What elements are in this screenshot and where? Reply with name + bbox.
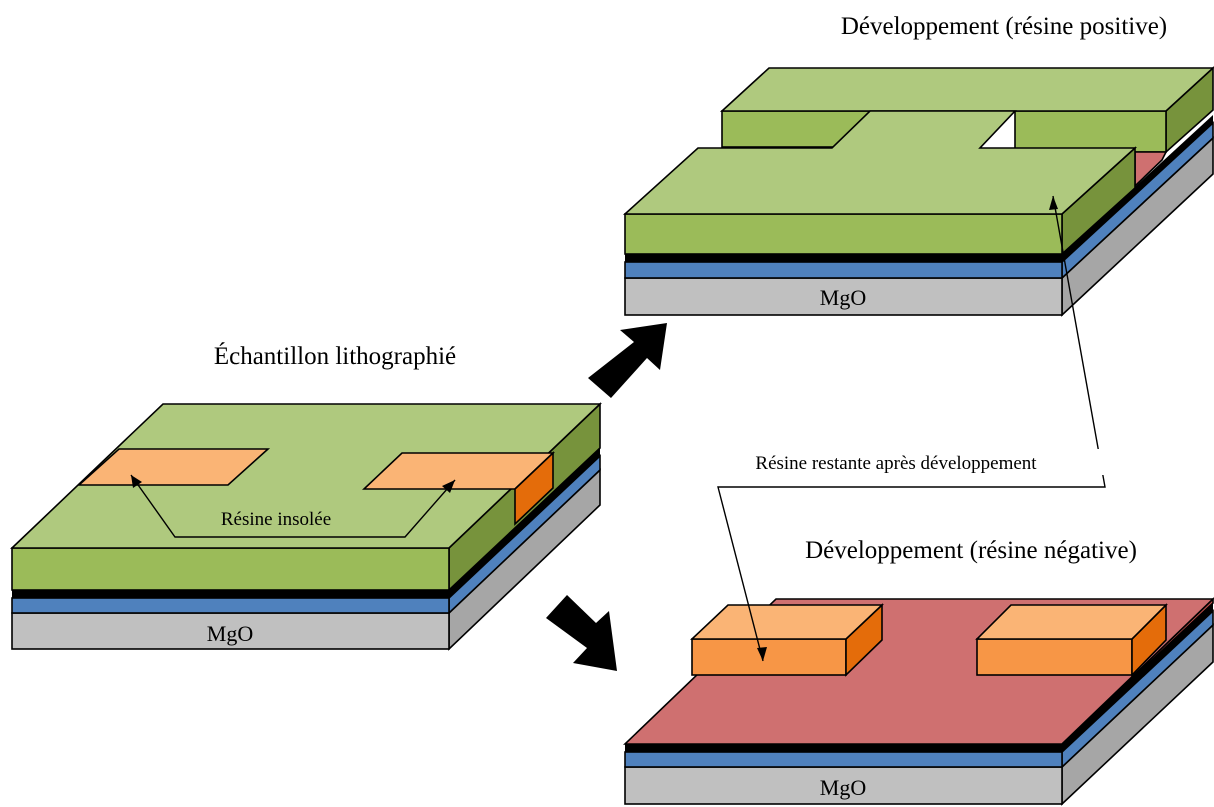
sample-title: Échantillon lithographié — [214, 342, 456, 370]
exposed-patch-left — [76, 448, 271, 486]
arrow-up-right — [588, 323, 667, 398]
positive-blue-layer — [624, 261, 1063, 279]
remaining-resist-callout: Résine restante après développement — [688, 195, 1106, 662]
lithographed-sample: MgO Échantillon lithographié Résine inso… — [10, 342, 602, 651]
positive-rear-top — [719, 67, 1214, 112]
negative-title: Développement (résine négative) — [805, 537, 1137, 564]
exposed-resist-arrowhead-right — [442, 480, 455, 493]
negative-substrate-front — [624, 766, 1063, 805]
negative-development: MgO Développement (résine négative) — [623, 537, 1214, 806]
positive-substrate-label: MgO — [820, 285, 866, 310]
positive-rear-front-right — [1014, 110, 1167, 153]
sample-black-layer — [12, 590, 449, 598]
negative-black-side — [1062, 603, 1213, 752]
arrow-to-positive — [588, 323, 667, 398]
negative-block-left-top — [689, 604, 885, 640]
negative-black-layer — [625, 744, 1062, 752]
positive-title: Développement (résine positive) — [841, 13, 1167, 40]
remaining-resist-label: Résine restante après développement — [755, 453, 1037, 474]
exposed-resist-label-bg — [186, 505, 368, 531]
sample-blue-layer — [11, 597, 450, 614]
negative-block-right-front — [976, 638, 1133, 676]
negative-substrate-label: MgO — [820, 775, 866, 800]
exposed-resist-arrowhead-left — [131, 475, 142, 488]
positive-substrate-front — [624, 277, 1063, 316]
negative-block-right-top — [975, 604, 1168, 640]
sample-substrate-label: MgO — [207, 621, 253, 646]
arrow-down-right — [546, 595, 617, 671]
remaining-resist-callout-line — [717, 195, 1106, 662]
positive-development: MgO Développement (résine positive) — [622, 13, 1214, 317]
positive-resist-top — [622, 110, 1138, 215]
sample-black-side — [449, 448, 600, 598]
positive-black-layer — [625, 254, 1062, 262]
positive-resist-front — [624, 213, 1063, 255]
exposed-patch-right-side — [514, 451, 554, 526]
positive-black-side — [1062, 115, 1213, 262]
negative-block-left-front — [691, 638, 847, 676]
remaining-resist-label-bg — [688, 449, 1104, 475]
exposed-resist-callout-line — [130, 474, 456, 538]
sample-resist-front — [11, 547, 450, 591]
sample-resist-top — [10, 403, 602, 549]
sample-substrate-front — [11, 612, 450, 650]
exposed-resist-label: Résine insolée — [221, 509, 331, 530]
remaining-resist-arrowhead-bottom — [757, 647, 767, 661]
negative-blue-layer — [624, 751, 1063, 768]
arrow-to-negative — [546, 595, 617, 671]
remaining-resist-arrowhead-top — [1049, 196, 1058, 210]
